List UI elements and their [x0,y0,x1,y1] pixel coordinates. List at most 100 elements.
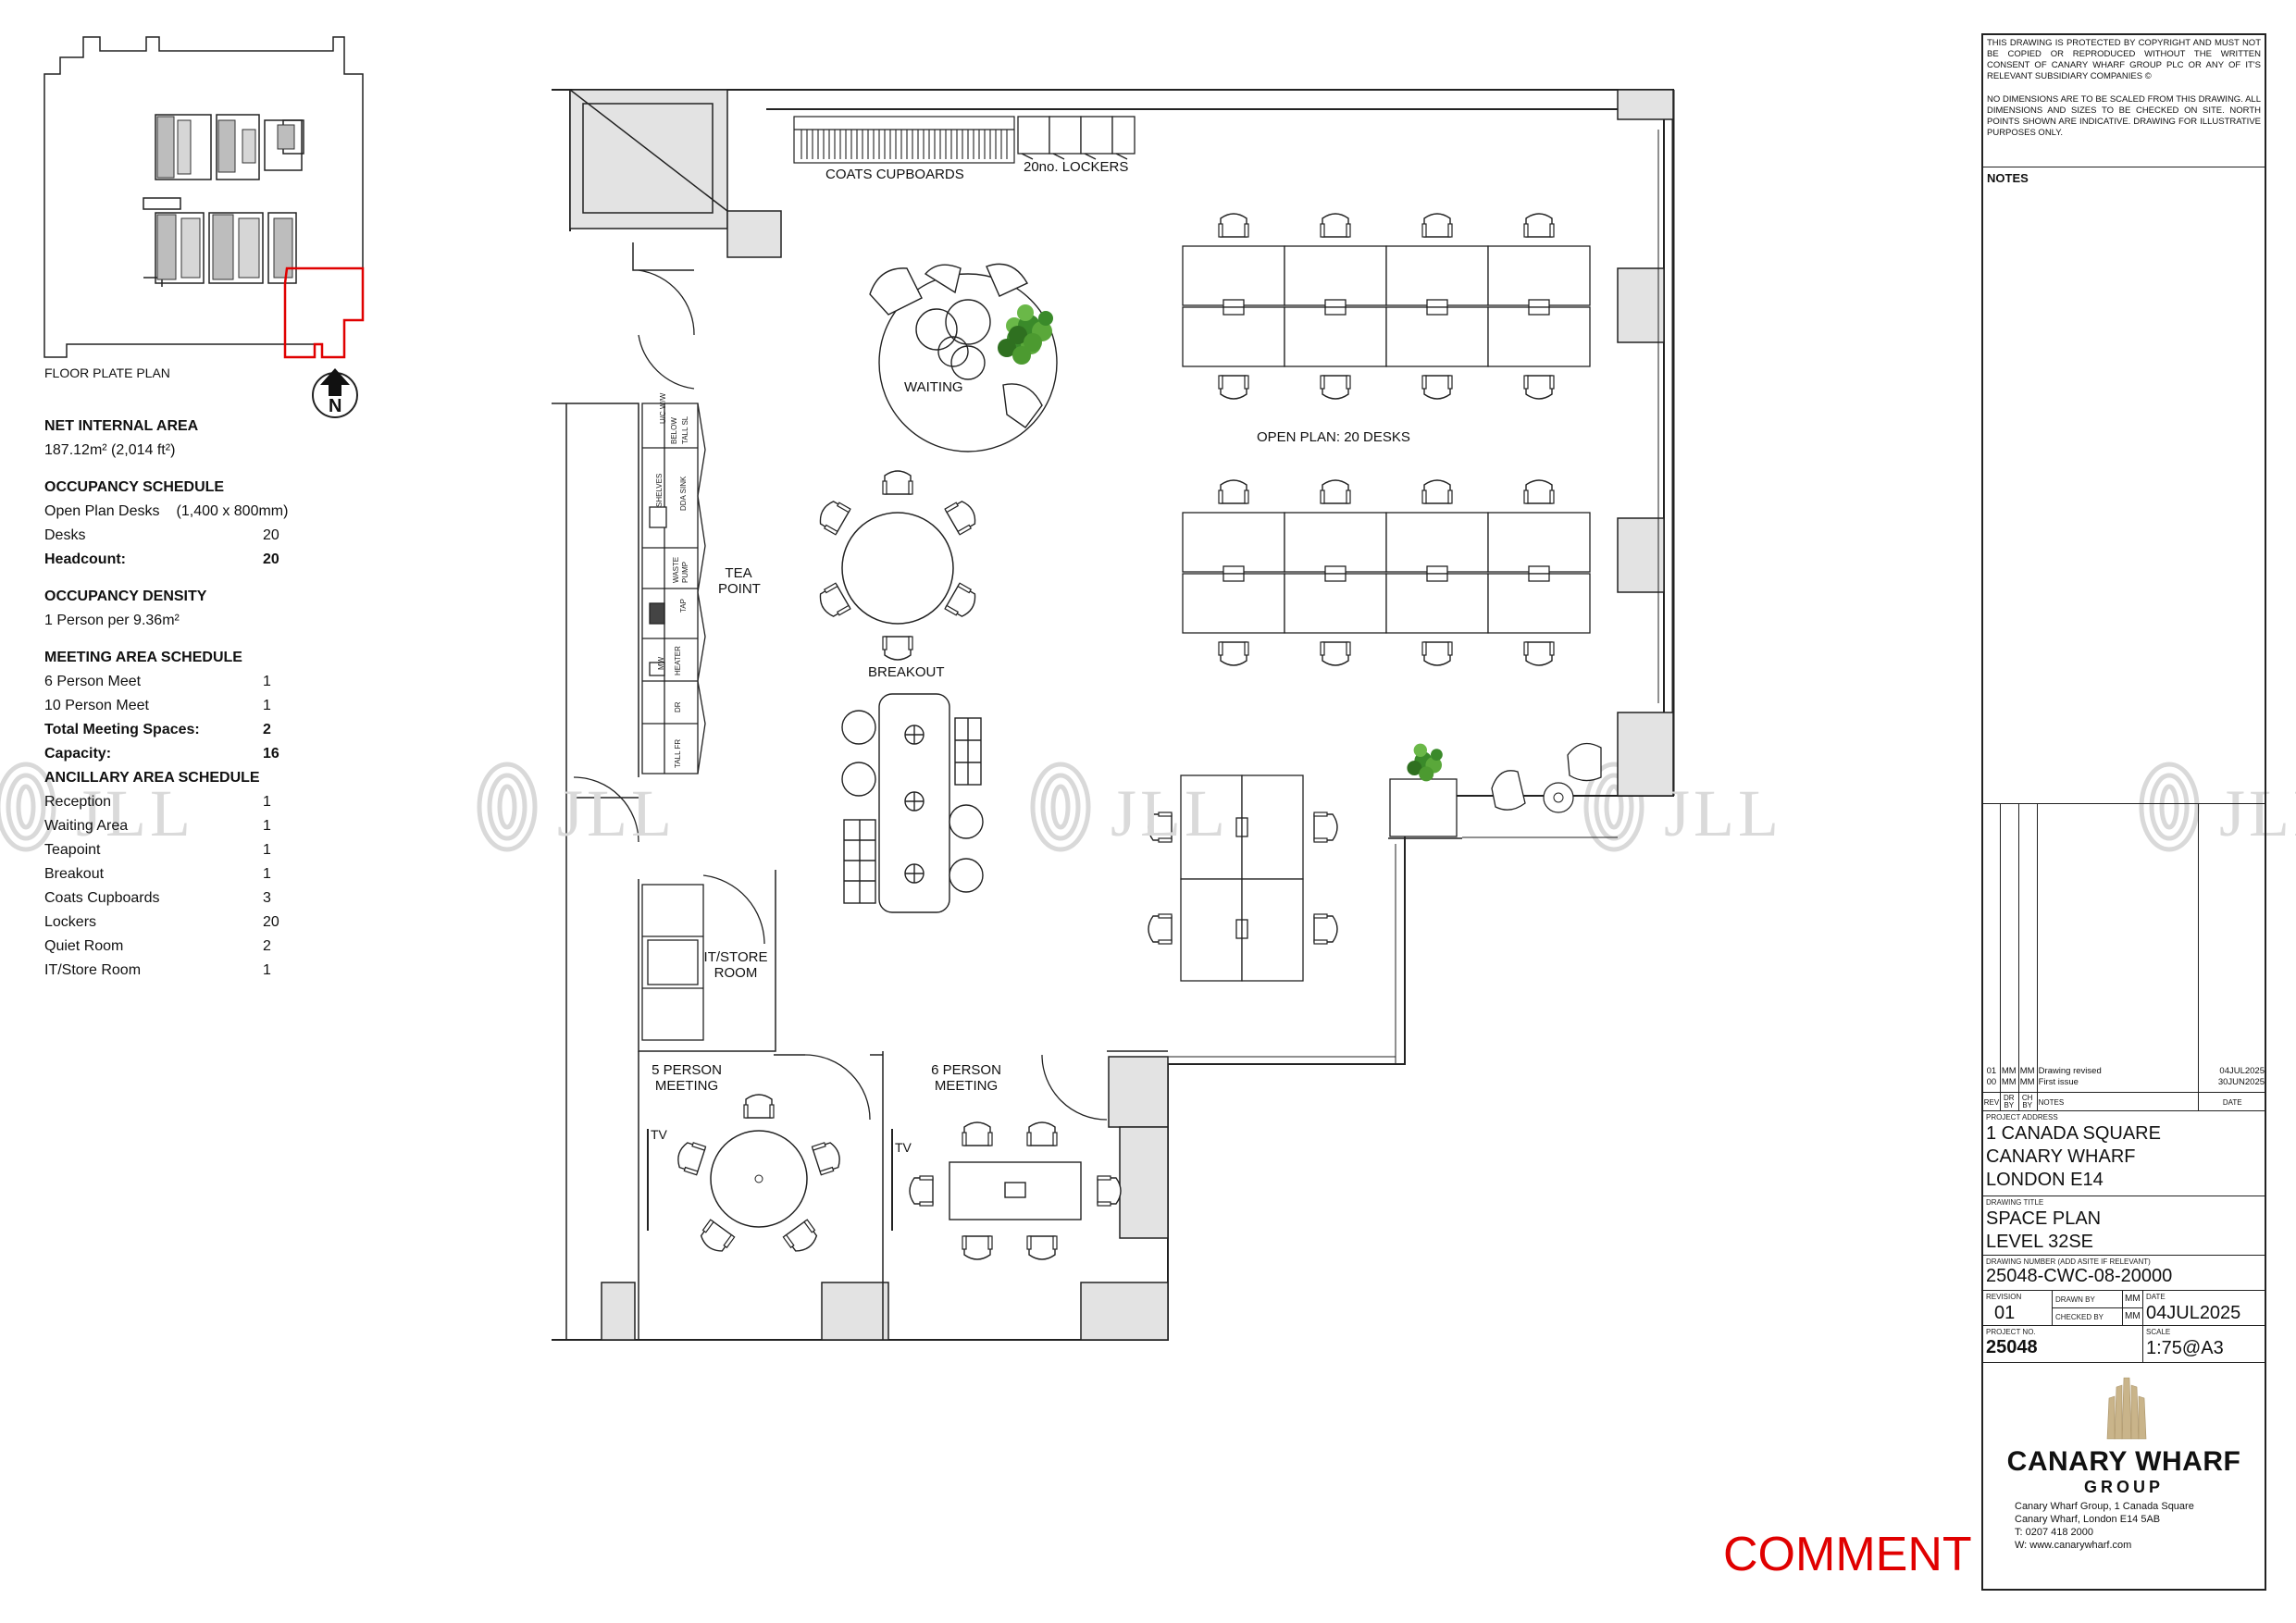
revision-header: REV DR BY CH BY NOTES DATE [1983,1092,2265,1111]
company-address-line: T: 0207 418 2000 [2015,1527,2094,1538]
glazing [1168,130,1659,1064]
schedule-row-value: 1 [263,962,271,978]
address-line: LONDON E14 [1986,1170,2104,1190]
schedule-row-value: 20 [263,914,279,930]
five-person-meeting-label: 5 PERSON MEETING [652,1062,722,1094]
schedule-row-label: IT/Store Room [44,962,142,978]
revision-grid-line [2198,803,2199,1110]
quiet-seating [1389,742,1602,837]
drawn-by-value: MM [2125,1294,2141,1304]
revision-ch: MM [2019,1066,2035,1076]
schedule-row-label: 6 Person Meet [44,674,142,689]
north-label: N [329,396,342,416]
revision-grid-top [1983,803,2265,804]
m5-label-line2: MEETING [654,1078,719,1094]
tea-unit-label: TALL FR [674,738,682,768]
lockers [1017,116,1136,160]
project-no-section: PROJECT NO. 25048 SCALE 1:75@A3 [1983,1325,2265,1363]
schedule-row-value: 2 [263,938,271,954]
schedule-row: Desks 20 [44,524,341,548]
tea-unit-label: TAP [679,599,688,613]
schedule-row-value: 1 [263,698,271,713]
revision-grid-line [2000,803,2001,1110]
revision-rev: 00 [1986,1077,1997,1087]
dimensions-note: NO DIMENSIONS ARE TO BE SCALED FROM THIS… [1987,94,2261,138]
six-person-meeting-label: 6 PERSON MEETING [931,1062,1001,1094]
schedule-row-value: 16 [263,746,279,762]
schedule-row-label: Total Meeting Spaces: [44,722,200,737]
copyright-note: THIS DRAWING IS PROTECTED BY COPYRIGHT A… [1987,38,2261,81]
schedule-row-label: Teapoint [44,842,101,858]
title-block: THIS DRAWING IS PROTECTED BY COPYRIGHT A… [1981,33,2266,1591]
revision-note: First issue [2038,1077,2079,1087]
project-no-value: 25048 [1986,1337,2038,1357]
it-store-label-line2: ROOM [714,965,758,981]
jll-watermark-text: JLL [1111,776,1229,850]
open-plan-label: OPEN PLAN: 20 DESKS [1257,429,1410,445]
tea-unit-label: WASTE [672,556,680,583]
address-line: 1 CANADA SQUARE [1986,1123,2161,1144]
coats-cupboards [793,116,1015,164]
schedule-row-label: 10 Person Meet [44,698,149,713]
structural-columns [569,89,1674,1341]
project-address: 1 CANADA SQUARE CANARY WHARF LONDON E14 [1986,1122,2161,1192]
m6-label-line1: 6 PERSON [931,1062,1001,1078]
tea-unit-label: TALL SL [681,415,689,444]
schedule-row-label: Desks [44,527,86,543]
revision-rows: 01 MM MM Drawing revised 04JUL2025 00 MM… [1983,1066,2265,1088]
tea-unit-label: SHELVES [655,473,664,507]
schedule-row-label: Waiting Area [44,818,129,834]
revision-date: 30JUN2025 [2217,1077,2265,1087]
company-address-line: Canary Wharf, London E14 5AB [2015,1514,2161,1525]
date-label: DATE [2146,1293,2166,1301]
revision-grid-line [2018,803,2019,1110]
revision-dr: MM [2001,1066,2017,1076]
revision-dr: MM [2001,1077,2017,1087]
it-store-room [641,884,704,1041]
drawing-number: 25048-CWC-08-20000 [1986,1266,2173,1286]
it-store-label-line1: IT/STORE [703,949,768,965]
density-title: OCCUPANCY DENSITY [44,588,207,604]
meeting-title: MEETING AREA SCHEDULE [44,650,242,665]
tea-unit-label: BELOW [670,417,678,444]
area-schedule: NET INTERNAL AREA 187.12m² (2,014 ft²) O… [44,415,341,983]
north-arrow-icon [312,368,358,418]
revision-note: Drawing revised [2038,1066,2102,1076]
five-person-meeting-room [647,1094,844,1257]
schedule-row: Total Meeting Spaces:2 [44,718,341,742]
ch-header: CH BY [2021,1094,2033,1109]
company-section: CANARY WHARF GROUP Canary Wharf Group, 1… [1983,1362,2265,1551]
comment-stamp: COMMENT [1723,1528,1972,1581]
scale-value: 1:75@A3 [2146,1338,2224,1358]
company-sub: GROUP [2083,1478,2164,1496]
tea-point-label: TEA POINT [718,565,761,597]
canary-wharf-logo-icon [2106,1377,2147,1440]
tea-unit-label: MW [657,656,665,670]
address-line: CANARY WHARF [1986,1146,2136,1167]
net-area-value: 187.12m² (2,014 ft²) [44,442,176,458]
desk-block-south [1148,774,1338,982]
drawing-title: SPACE PLAN LEVEL 32SE [1986,1208,2101,1254]
floor-plate-caption: FLOOR PLATE PLAN [44,365,170,380]
density-value: 1 Person per 9.36m² [44,613,180,628]
tea-unit-label: DDA SINK [679,476,688,511]
coats-cupboards-label: COATS CUPBOARDS [825,167,964,182]
schedule-row-value: 20 [263,551,279,567]
schedule-row-value: 1 [263,794,271,810]
scale-label: SCALE [2146,1328,2171,1336]
tea-point-counter [641,403,706,774]
schedule-row-value: 20 [263,527,279,543]
revision-info-section: REVISION 01 DRAWN BY MM CHECKED BY MM DA… [1983,1290,2265,1326]
checked-by-label: CHECKED BY [2055,1313,2104,1321]
six-person-meeting-room [891,1121,1122,1260]
open-plan-desks-label: Open Plan Desks [44,503,160,519]
revision-value: 01 [1994,1303,2016,1323]
revision-label: REVISION [1986,1293,2022,1301]
jll-watermark-text: JLL [2219,776,2296,850]
schedule-row-label: Capacity: [44,746,112,762]
notes-header: NOTES [2038,1097,2065,1107]
schedule-row: 10 Person Meet 1 [44,694,341,718]
